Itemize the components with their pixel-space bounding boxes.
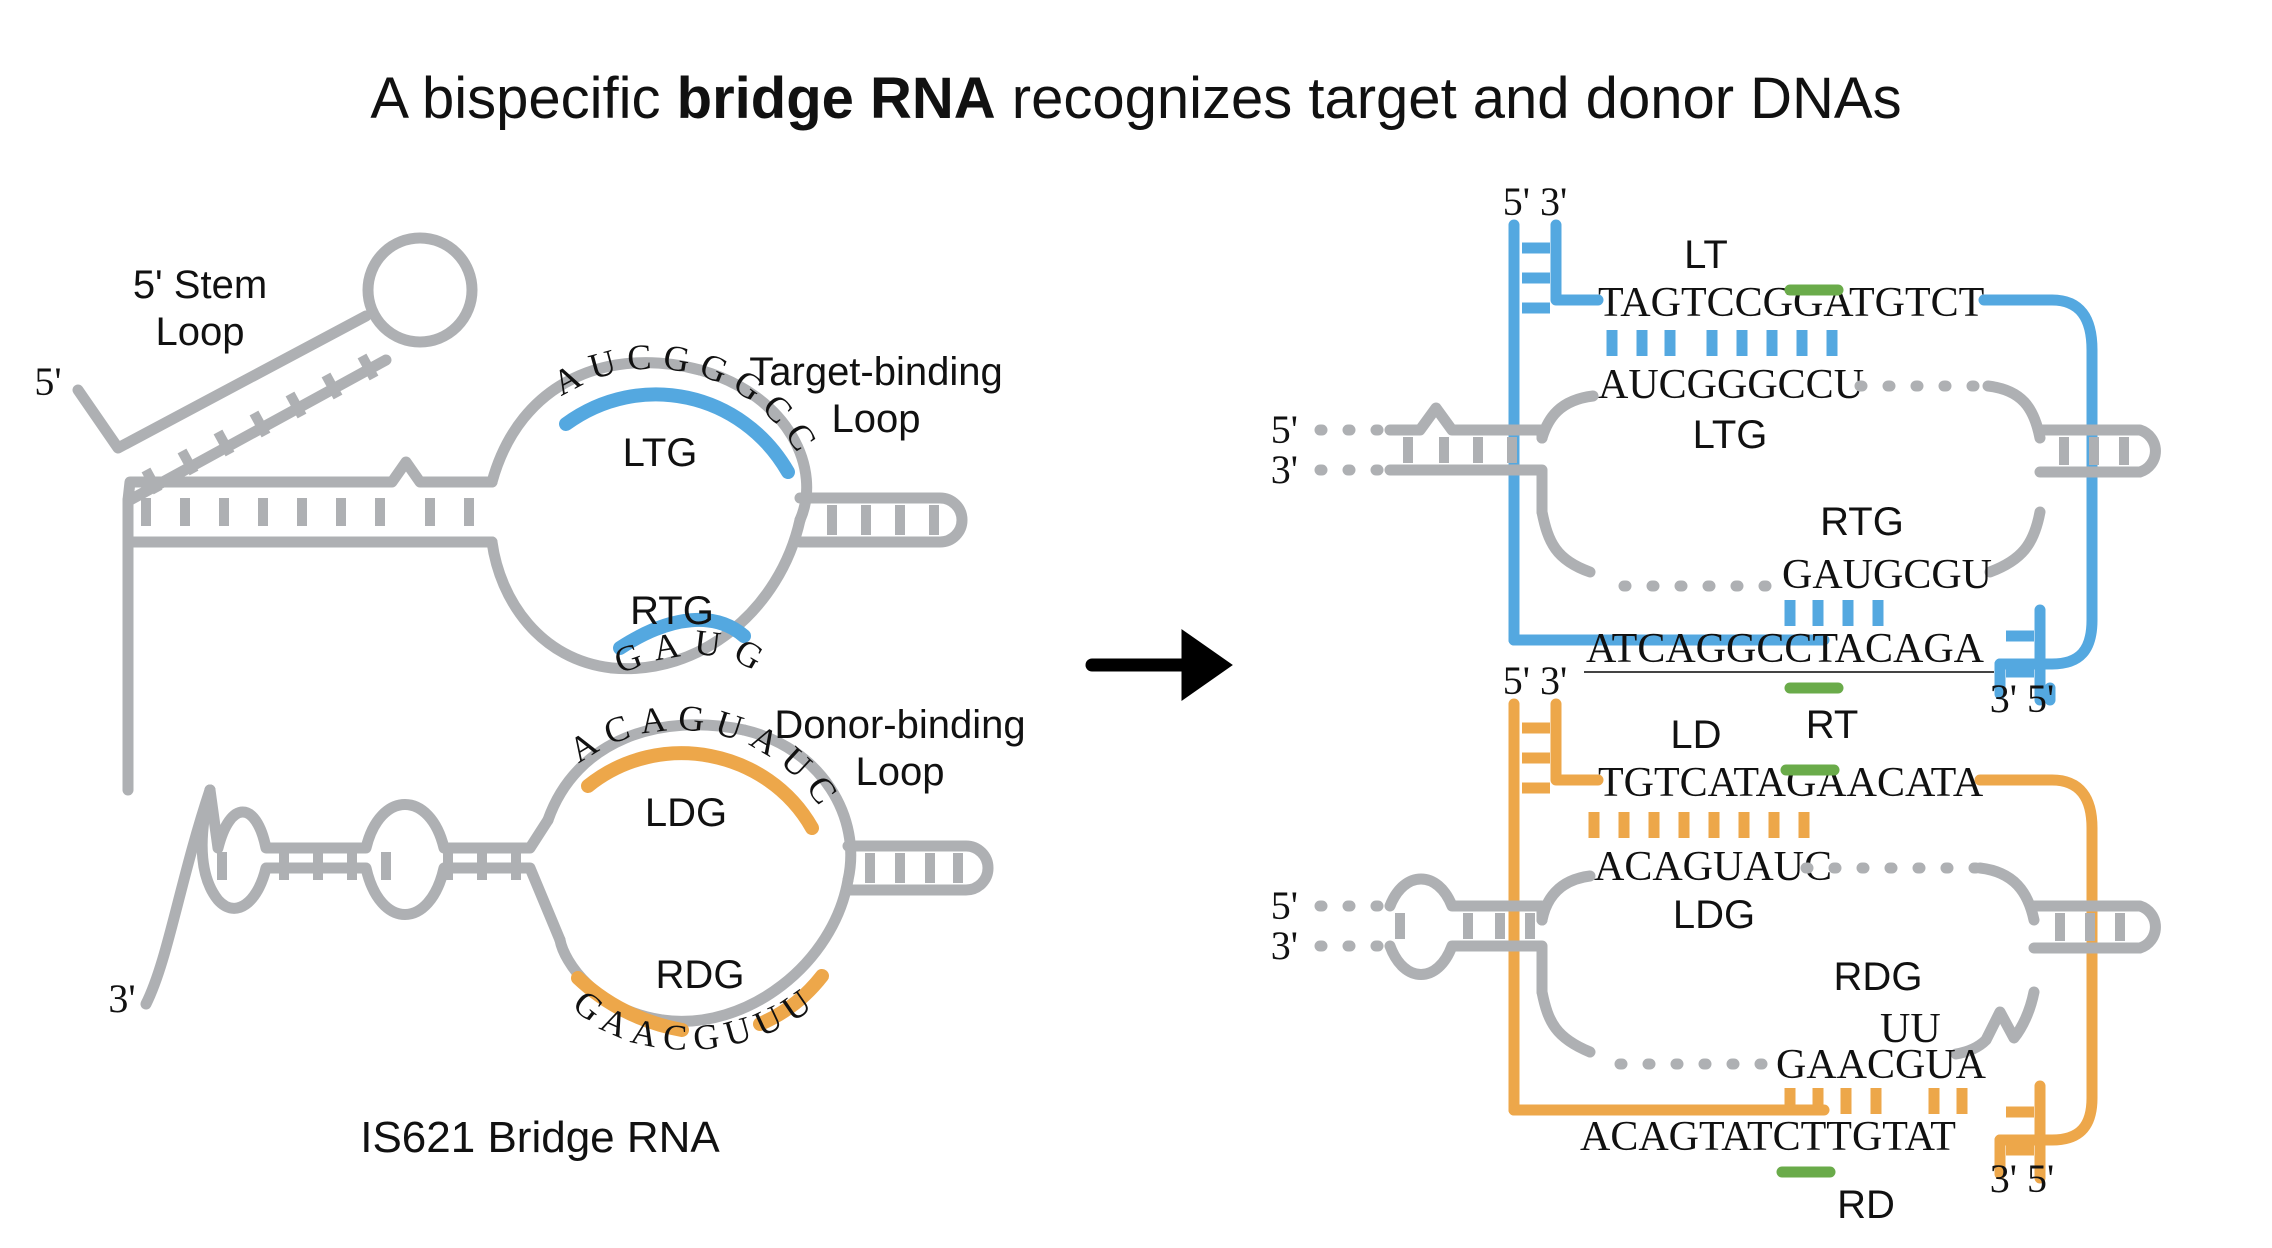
rtg-rna-sequence-right: GAUGCGU bbox=[1782, 552, 1992, 598]
rdg-rna-extra: UU bbox=[1880, 1006, 1941, 1052]
donor-module-hairpin bbox=[842, 840, 994, 896]
upper-duplex bbox=[122, 456, 498, 548]
ldg-label: LDG bbox=[645, 791, 727, 835]
donor-complex: 5' 3' 3' 5' LD TGTCATAGAACATA ACAGUAUC L… bbox=[1271, 658, 2161, 1227]
rd-dna-sequence: ACAGTATCTTGTAT bbox=[1580, 1114, 1956, 1160]
donor-left-basepairs bbox=[1522, 722, 1550, 794]
ld-label: LD bbox=[1670, 713, 1721, 757]
ldg-rna-sequence-right: ACAGUAUC bbox=[1594, 844, 1832, 890]
title-part2: recognizes target and donor DNAs bbox=[996, 66, 1902, 131]
donor-dna-3prime-label: 3' bbox=[1271, 923, 1298, 968]
donor-3prime-5prime-bottom: 3' 5' bbox=[1990, 1156, 2054, 1201]
target-rna-body-duplex: 5' 3' bbox=[1271, 402, 2161, 518]
rtg-rna-label-right: RTG bbox=[1820, 500, 1904, 544]
ltg-rna-label-right: LTG bbox=[1693, 413, 1768, 457]
rd-label: RD bbox=[1837, 1183, 1895, 1227]
rd-basepair-ticks bbox=[1784, 1088, 1968, 1114]
target-loop-label-line1: Target-binding bbox=[749, 350, 1003, 394]
rdg-rna-sequence-right: GAACGUA bbox=[1776, 1042, 1987, 1088]
left-panel-caption: IS621 Bridge RNA bbox=[360, 1113, 720, 1162]
lt-basepair-ticks bbox=[1606, 330, 1838, 356]
target-left-basepairs bbox=[1522, 242, 1550, 314]
donor-loop-label-line1: Donor-binding bbox=[774, 703, 1025, 747]
donor-loop-label-line2: Loop bbox=[856, 750, 945, 794]
ldg-arc bbox=[581, 746, 819, 835]
target-dna-5prime-label: 5' bbox=[1271, 407, 1298, 452]
target-right-end bbox=[1994, 604, 2046, 706]
target-dna-3prime-label: 3' bbox=[1271, 447, 1298, 492]
rt-label: RT bbox=[1806, 703, 1859, 747]
target-hairpin-basepairs bbox=[827, 505, 939, 535]
page-title: A bispecific bridge RNA recognizes targe… bbox=[370, 66, 1901, 131]
rna-3prime-label: 3' bbox=[108, 976, 135, 1021]
rdg-arc-right bbox=[753, 969, 829, 1031]
donor-right-end bbox=[1994, 1080, 2046, 1184]
donor-hairpin-basepairs bbox=[865, 853, 963, 883]
target-complex: 5' 3' 3' 5' LT TAGTCCGGATGTCT AUCGGGCCU … bbox=[1271, 179, 2161, 747]
stem-loop-basepairs bbox=[141, 353, 379, 495]
rtg-label: RTG bbox=[630, 589, 714, 633]
donor-dna-5prime-label: 5' bbox=[1271, 883, 1298, 928]
stem-loop-hairpin bbox=[362, 232, 478, 348]
donor-5prime-3prime-top: 5' 3' bbox=[1503, 658, 1567, 703]
right-arrow-icon bbox=[1085, 629, 1233, 701]
ltg-arc bbox=[559, 387, 795, 479]
donor-rna-body-duplex: 5' 3' bbox=[1271, 873, 2161, 998]
ltg-label: LTG bbox=[623, 431, 698, 475]
ld-basepair-ticks bbox=[1588, 812, 1810, 838]
rt-dna-sequence: ATCAGGCCTACAGA bbox=[1586, 626, 1985, 672]
ltg-rna-sequence-right: AUCGGGCCU bbox=[1598, 362, 1864, 408]
stem-loop-label-line1: 5' Stem bbox=[133, 263, 267, 307]
target-5prime-3prime-top: 5' 3' bbox=[1503, 179, 1567, 224]
rt-basepair-ticks bbox=[1784, 600, 1884, 626]
ldg-rna-label-right: LDG bbox=[1673, 893, 1755, 937]
donor-binding-loop: ACAGUAUC LDG GAACGUUUA RDG Donor-binding… bbox=[0, 0, 1026, 1058]
donor-rna-grey-loop bbox=[1536, 862, 2040, 1070]
title-part1: A bispecific bbox=[370, 66, 676, 131]
upper-duplex-basepairs bbox=[141, 498, 474, 526]
rdg-label: RDG bbox=[656, 953, 745, 997]
title-bold: bridge RNA bbox=[677, 66, 996, 131]
stem-loop-label-line2: Loop bbox=[156, 310, 245, 354]
lower-duplex-basepairs bbox=[217, 852, 521, 880]
three-prime-tail bbox=[140, 784, 216, 1010]
rdg-arc-left bbox=[571, 971, 689, 1037]
rtg-arc bbox=[613, 612, 751, 655]
lower-duplex: 3' bbox=[108, 784, 566, 1021]
rna-5prime-label: 5' bbox=[34, 359, 61, 404]
left-panel: 5' Stem Loop 5' bbox=[0, 0, 1026, 1162]
rdg-rna-label-right: RDG bbox=[1834, 955, 1923, 999]
lt-label: LT bbox=[1684, 233, 1728, 277]
target-loop-label-line2: Loop bbox=[832, 397, 921, 441]
target-3prime-5prime-bottom: 3' 5' bbox=[1990, 676, 2054, 721]
target-module-hairpin bbox=[794, 492, 968, 548]
